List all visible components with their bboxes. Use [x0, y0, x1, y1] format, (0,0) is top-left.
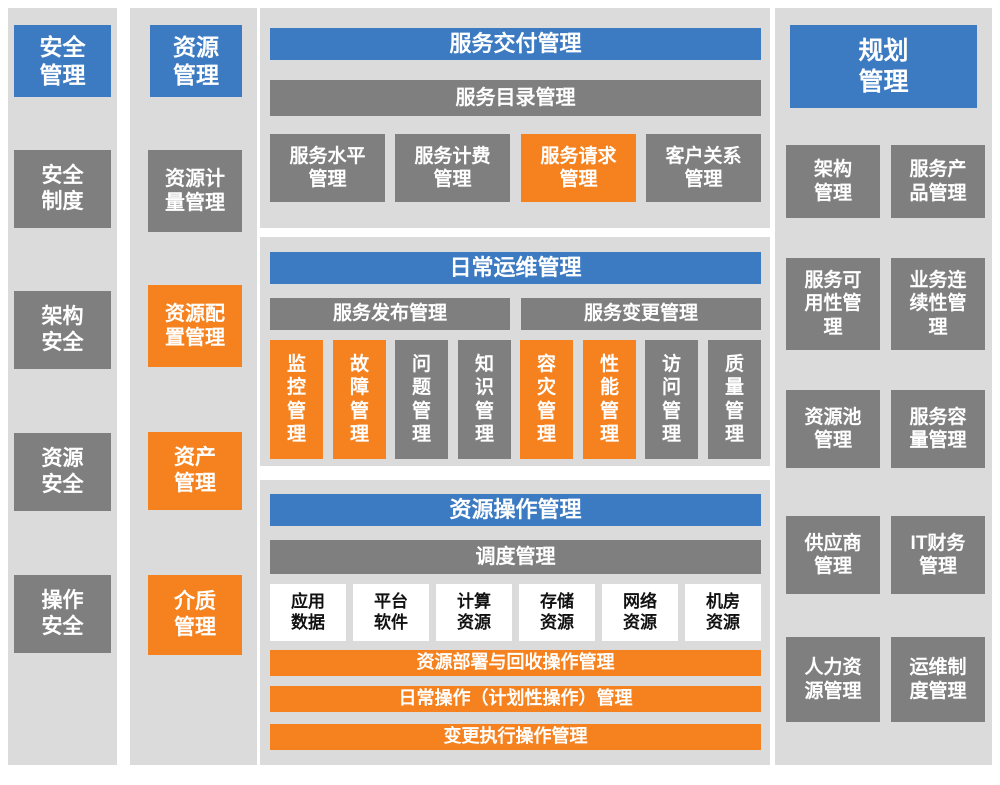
- service-capacity-box: 服务容 量管理: [891, 390, 985, 468]
- quality-mgmt-box: 质 量 管 理: [708, 340, 761, 459]
- asset-mgmt-box: 资产 管理: [148, 432, 242, 510]
- network-resource-box: 网络 资源: [602, 584, 678, 641]
- change-exec-ops-bar: 变更执行操作管理: [270, 724, 761, 750]
- daily-ops-header: 日常运维管理: [270, 252, 761, 284]
- it-finance-box: IT财务 管理: [891, 516, 985, 594]
- planning-mgmt-header: 规划 管理: [790, 25, 977, 108]
- deploy-recycle-ops-bar: 资源部署与回收操作管理: [270, 650, 761, 676]
- security-mgmt-header: 安全 管理: [14, 25, 111, 97]
- resource-ops-header: 资源操作管理: [270, 494, 761, 526]
- datacenter-resource-box: 机房 资源: [685, 584, 761, 641]
- service-delivery-header: 服务交付管理: [270, 28, 761, 60]
- security-column: 安全 管理 安全 制度 架构 安全 资源 安全 操作 安全: [8, 8, 117, 765]
- fault-mgmt-box: 故 障 管 理: [333, 340, 386, 459]
- knowledge-mgmt-box: 知 识 管 理: [458, 340, 511, 459]
- routine-ops-bar: 日常操作（计划性操作）管理: [270, 686, 761, 712]
- supplier-mgmt-box: 供应商 管理: [786, 516, 880, 594]
- storage-resource-box: 存储 资源: [519, 584, 595, 641]
- resource-config-box: 资源配 置管理: [148, 285, 242, 367]
- service-catalog-bar: 服务目录管理: [270, 80, 761, 116]
- service-request-box: 服务请求 管理: [521, 134, 636, 202]
- monitoring-mgmt-box: 监 控 管 理: [270, 340, 323, 459]
- resource-column: 资源 管理 资源计 量管理 资源配 置管理 资产 管理 介质 管理: [130, 8, 257, 765]
- ops-policy-box: 运维制 度管理: [891, 637, 985, 722]
- architecture-security-box: 架构 安全: [14, 291, 111, 369]
- service-billing-box: 服务计费 管理: [395, 134, 510, 202]
- business-continuity-box: 业务连 续性管 理: [891, 258, 985, 350]
- service-release-bar: 服务发布管理: [270, 298, 510, 330]
- service-product-box: 服务产 品管理: [891, 145, 985, 218]
- service-change-bar: 服务变更管理: [521, 298, 761, 330]
- security-policy-box: 安全 制度: [14, 150, 111, 228]
- planning-column: 规划 管理 架构 管理 服务产 品管理 服务可 用性管 理 业务连 续性管 理 …: [775, 8, 992, 765]
- problem-mgmt-box: 问 题 管 理: [395, 340, 448, 459]
- service-delivery-section: 服务交付管理 服务目录管理 服务水平 管理 服务计费 管理 服务请求 管理 客户…: [260, 8, 770, 228]
- daily-ops-section: 日常运维管理 服务发布管理 服务变更管理 监 控 管 理 故 障 管 理 问 题…: [260, 237, 770, 466]
- resource-mgmt-header: 资源 管理: [150, 25, 242, 97]
- operation-security-box: 操作 安全: [14, 575, 111, 653]
- access-mgmt-box: 访 问 管 理: [645, 340, 698, 459]
- service-level-box: 服务水平 管理: [270, 134, 385, 202]
- customer-relation-box: 客户关系 管理: [646, 134, 761, 202]
- media-mgmt-box: 介质 管理: [148, 575, 242, 655]
- service-availability-box: 服务可 用性管 理: [786, 258, 880, 350]
- resource-ops-section: 资源操作管理 调度管理 应用 数据 平台 软件 计算 资源 存储 资源 网络 资…: [260, 480, 770, 765]
- hr-mgmt-box: 人力资 源管理: [786, 637, 880, 722]
- disaster-recovery-box: 容 灾 管 理: [520, 340, 573, 459]
- platform-software-box: 平台 软件: [353, 584, 429, 641]
- resource-metering-box: 资源计 量管理: [148, 150, 242, 232]
- app-data-box: 应用 数据: [270, 584, 346, 641]
- architecture-mgmt-box: 架构 管理: [786, 145, 880, 218]
- compute-resource-box: 计算 资源: [436, 584, 512, 641]
- scheduling-bar: 调度管理: [270, 540, 761, 574]
- performance-mgmt-box: 性 能 管 理: [583, 340, 636, 459]
- resource-pool-box: 资源池 管理: [786, 390, 880, 468]
- resource-security-box: 资源 安全: [14, 433, 111, 511]
